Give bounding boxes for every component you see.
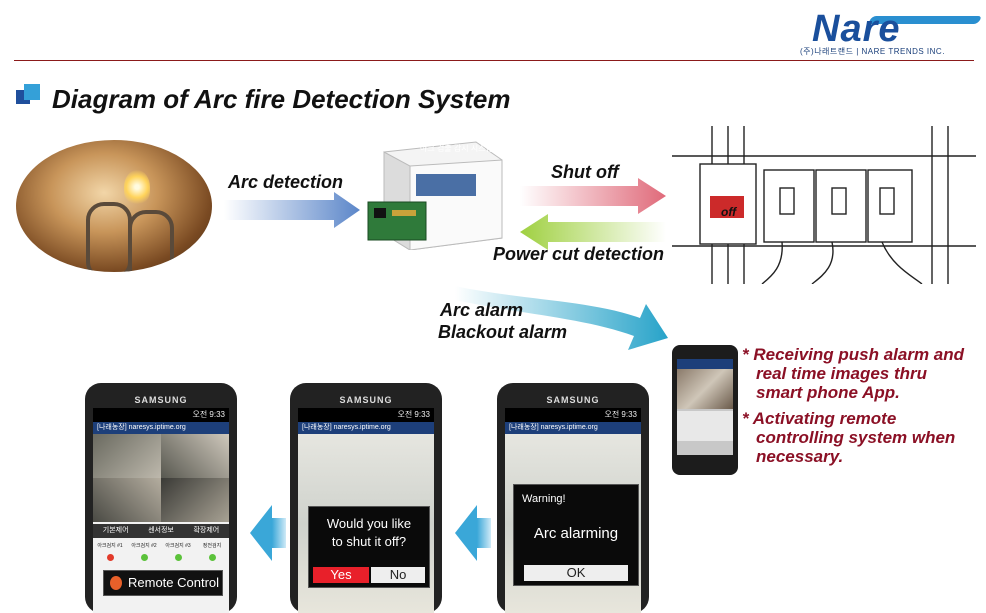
logo-subtext: (주)나래트랜드 | NARE TRENDS INC. (800, 47, 945, 56)
dialog-question-1: Would you like (326, 516, 412, 531)
indicator-power: 정전검지 (202, 543, 222, 549)
camera-feed (677, 369, 733, 409)
indicator-lights (93, 554, 229, 561)
url-bar: [나래농장] naresys.iptime.org (505, 422, 641, 434)
page-title: Diagram of Arc fire Detection System (52, 84, 511, 114)
blackout-alarm-label: Blackout alarm (438, 322, 568, 342)
status-light-icon (208, 554, 216, 561)
power-cut-label: Power cut detection (493, 244, 665, 264)
ok-button[interactable]: OK (524, 565, 628, 581)
phone-screen: 오전 9:33 [나래농장] naresys.iptime.org Warnin… (505, 408, 641, 613)
tab-sensor[interactable]: 센서정보 (148, 527, 174, 534)
status-light-icon (174, 554, 182, 561)
phone-screen: 오전 9:33 [나래농장] naresys.iptime.org 기본제어 센… (93, 408, 229, 613)
warning-dialog: Warning! Arc alarming OK (513, 484, 639, 586)
coil-shape (128, 210, 174, 272)
header-divider (14, 60, 974, 61)
phone-warning-dialog: SAMSUNG 오전 9:33 [나래농장] naresys.iptime.or… (497, 383, 649, 613)
shut-off-arrow (520, 178, 666, 214)
phone-remote-control: SAMSUNG 오전 9:33 [나래농장] naresys.iptime.or… (85, 383, 237, 613)
circuit-breaker-panel (672, 126, 976, 284)
flow-arrow-tail (477, 518, 491, 548)
spark-flame (124, 170, 150, 204)
note-line-3: smart phone App. (756, 383, 900, 402)
tab-basic[interactable]: 기본제어 (102, 527, 129, 534)
control-panel (677, 411, 733, 441)
remote-control-label: Remote Control (128, 575, 220, 590)
control-tabs: 기본제어 센서정보 확장제어 (93, 524, 229, 538)
arc-detection-arrow (224, 192, 360, 228)
diagram-arrows (224, 178, 668, 350)
note-line-6: necessary. (756, 447, 844, 466)
title-bullet-light (24, 84, 40, 100)
camera-feed-3 (93, 478, 161, 522)
status-light-icon (140, 554, 148, 561)
status-light-icon (106, 554, 114, 561)
arc-alarm-label: Arc alarm (440, 300, 524, 320)
flow-arrow-left-icon (455, 505, 477, 561)
indicator-labels: 아크검지 #1 아크검지 #2 아크검지 #3 정전검지 (93, 542, 229, 549)
note-line-1: * Receiving push alarm and (742, 345, 965, 364)
smartphone-app-preview (672, 345, 738, 475)
smartphone-screen (677, 359, 733, 455)
url-bar: [나래농장] naresys.iptime.org (298, 422, 434, 434)
indicator-arc-2: 아크검지 #2 (131, 543, 157, 549)
camera-feed-2 (161, 434, 229, 478)
app-header-bar (677, 359, 733, 369)
shutoff-dialog: Would you like to shut it off? Yes No (308, 506, 430, 588)
arc-spark-photo (16, 140, 212, 272)
status-bar-time: 오전 9:33 (93, 408, 229, 422)
alarm-arrow (455, 286, 668, 350)
power-icon (110, 576, 122, 590)
phone-brand: SAMSUNG (546, 395, 600, 405)
note-line-2: real time images thru (756, 364, 928, 383)
warning-title: Warning! (522, 493, 566, 505)
company-logo: Nare (주)나래트랜드 | NARE TRENDS INC. (800, 8, 983, 58)
flow-arrow-tail (272, 518, 286, 548)
phone-shutoff-dialog: SAMSUNG 오전 9:33 [나래농장] naresys.iptime.or… (290, 383, 442, 613)
no-button[interactable]: No (371, 567, 425, 583)
status-bar-time: 오전 9:33 (505, 408, 641, 422)
remote-control-button[interactable]: Remote Control (103, 570, 223, 596)
phone-brand: SAMSUNG (134, 395, 188, 405)
warning-message: Arc alarming (533, 525, 619, 542)
shut-off-label: Shut off (551, 162, 619, 182)
url-bar: [나래농장] naresys.iptime.org (93, 422, 229, 434)
device-label: 아크 검출 감시 시스템 (420, 144, 493, 153)
arc-detection-device (367, 141, 503, 250)
phone-screen: 오전 9:33 [나래농장] naresys.iptime.org Would … (298, 408, 434, 613)
dialog-question-2: to shut it off? (331, 534, 407, 549)
arc-detection-label: Arc detection (228, 172, 344, 192)
indicator-arc-3: 아크검지 #3 (165, 543, 191, 549)
note-line-4: * Activating remote (742, 409, 897, 428)
breaker-off-label: off (721, 205, 737, 219)
camera-feed-4 (161, 478, 229, 522)
phone-brand: SAMSUNG (339, 395, 393, 405)
note-line-5: controlling system when (756, 428, 956, 447)
yes-button[interactable]: Yes (313, 567, 369, 583)
indicator-arc-1: 아크검지 #1 (97, 543, 123, 549)
logo-text: Nare (812, 8, 901, 50)
camera-feed-1 (93, 434, 161, 478)
status-bar-time: 오전 9:33 (298, 408, 434, 422)
tab-extended[interactable]: 확장제어 (193, 527, 220, 534)
flow-arrow-left-icon (250, 505, 272, 561)
power-cut-arrow (520, 214, 666, 250)
